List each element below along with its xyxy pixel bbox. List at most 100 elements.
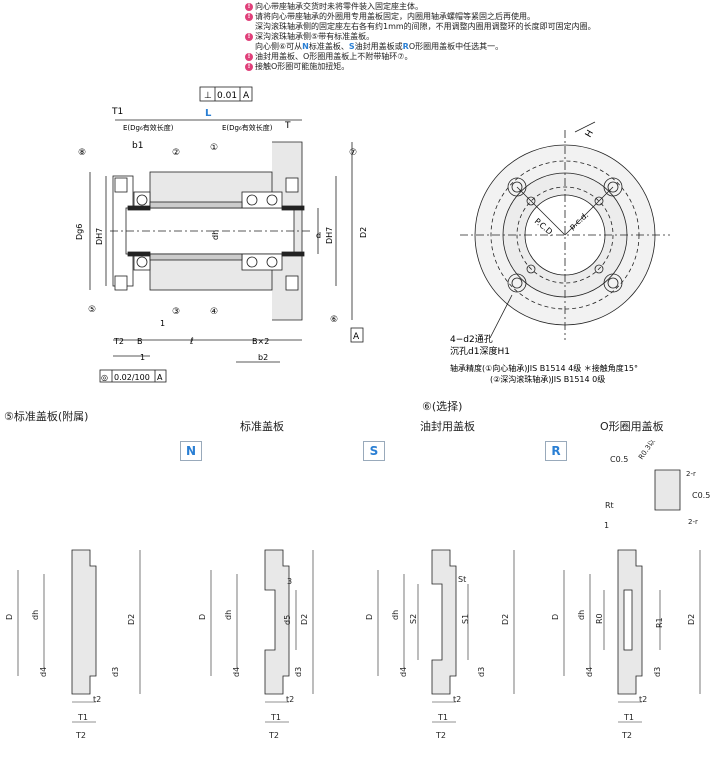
part-4: ④ — [210, 307, 218, 317]
s-S1: S1 — [461, 614, 470, 624]
flatness-frame — [199, 86, 253, 102]
n-t2: t2 — [286, 695, 294, 704]
warning-icon: ! — [245, 53, 253, 61]
main-section-view: ⊥ 0.01 A L T1 T E(Dg₆有效长度) E(Dg₆有效长度) b1… — [75, 86, 368, 383]
dim-DH7-right: DH7 — [325, 227, 334, 244]
dim-dh: dh — [211, 230, 220, 240]
concentricity-value: 0.02/100 — [114, 373, 150, 382]
warning-icon: ! — [245, 13, 253, 21]
n-D: D — [198, 614, 207, 620]
col-title-oilseal: 油封用盖板 — [420, 420, 475, 433]
n0-t2: t2 — [93, 695, 101, 704]
code-n: N — [180, 441, 202, 461]
concentricity-ref: A — [157, 373, 163, 382]
n-dh: dh — [224, 610, 233, 620]
part-2: ② — [172, 148, 180, 158]
r-C05a: C0.5 — [610, 455, 628, 464]
spacer-top — [149, 201, 243, 209]
dim-E-left: E(Dg₆有效长度) — [123, 123, 174, 132]
bearing-1-top — [241, 191, 283, 209]
col-title-standard: 标准盖板 — [240, 420, 284, 433]
seal-right-bottom — [281, 251, 305, 257]
dim-Bx2: B×2 — [252, 337, 269, 346]
dim-B: B — [137, 337, 143, 346]
dim-ell: ℓ — [189, 337, 194, 347]
col-title-oring: O形圈用盖板 — [600, 420, 664, 433]
part-7: ⑦ — [349, 148, 357, 158]
n0-T1: T1 — [77, 713, 88, 722]
n0-d3: d3 — [111, 667, 120, 677]
r-d3: d3 — [653, 667, 662, 677]
part-5: ⑤ — [88, 305, 96, 315]
n-d4: d4 — [232, 667, 241, 677]
n-D2: D2 — [300, 614, 309, 625]
dim-E-right: E(Dg₆有效长度) — [222, 123, 273, 132]
bolt-5-bottom — [114, 275, 128, 291]
flatness-value: 0.01 — [217, 91, 237, 101]
r-d4: d4 — [585, 667, 594, 677]
bolt-7-top — [285, 177, 299, 193]
note-3: 深沟滚珠轴承侧的固定座左右各有约1mm的间隙，不用调整内圈用调整环的长度即可固定… — [255, 22, 596, 31]
part-6: ⑥ — [330, 315, 338, 325]
r-R03: R0.3以下 — [637, 440, 661, 461]
pcd-inner-circle — [516, 186, 614, 284]
notes-block: !向心带座轴承交货时未将零件装入固定座主体。 !请将向心带座轴承的外圈用专用盖板… — [245, 2, 596, 72]
r-R0: R0 — [595, 613, 604, 624]
r-D2: D2 — [687, 614, 696, 625]
n-d3: d3 — [294, 667, 303, 677]
dim-L: L — [205, 108, 212, 119]
hole-note-1: 4−d2通孔 — [450, 334, 493, 345]
accuracy-note-2: (②深沟滚珠轴承)JIS B1514 0级 — [490, 374, 605, 384]
datum-a-box — [350, 327, 364, 343]
n0-D: D — [5, 614, 14, 620]
part-8: ⑧ — [78, 148, 86, 158]
r-2r-top: 2-r — [686, 470, 696, 478]
note-5: !油封用盖板、O形圈用盖板上不附带轴环⑦。 — [245, 52, 596, 62]
s-d4: d4 — [399, 667, 408, 677]
inner-holes — [526, 196, 604, 274]
r-C05b: C0.5 — [692, 491, 710, 500]
s-d3: d3 — [477, 667, 486, 677]
part-3: ③ — [172, 307, 180, 317]
n0-T2: T2 — [75, 731, 86, 740]
front-view: H P.C.D. p.c.d. 4−d2通孔 沉孔d1深度H1 轴承精度(①向心… — [450, 121, 670, 384]
part-1: ① — [210, 143, 218, 153]
seal-left-bottom — [127, 251, 151, 257]
s-T1: T1 — [437, 713, 448, 722]
oring-detail — [654, 469, 681, 511]
dim-1a: 1 — [160, 319, 165, 328]
accuracy-note-1: 轴承精度(①向心轴承)JIS B1514 4级 ＊接触角度15° — [450, 363, 638, 373]
r-t2: t2 — [639, 695, 647, 704]
oring-groove — [623, 589, 633, 651]
cover-sections: D dh D2 d4 d3 t2 T1 T2 D dh d5 D2 3 d4 d… — [5, 440, 710, 740]
warning-icon: ! — [245, 3, 253, 11]
dim-T2: T2 — [113, 337, 124, 346]
note-1: !向心带座轴承交货时未将零件装入固定座主体。 — [245, 2, 596, 12]
note-6: !接触O形圈可能施加扭矩。 — [245, 62, 596, 72]
s-D2: D2 — [501, 614, 510, 625]
datum-a: A — [353, 332, 360, 342]
s-S2: S2 — [409, 614, 418, 624]
n-d5: d5 — [283, 615, 292, 625]
code-s: S — [363, 441, 385, 461]
cover-s — [431, 549, 457, 695]
code-r: R — [545, 441, 567, 461]
dim-DH7-left: DH7 — [95, 228, 104, 245]
s-T2: T2 — [435, 731, 446, 740]
bolt-8-top — [114, 177, 128, 193]
note-4: !深沟滚珠轴承侧⑤带有标准盖板。 — [245, 32, 596, 42]
flatness-symbol: ⊥ — [204, 91, 212, 101]
seal-right-top — [281, 205, 305, 211]
r-dh: dh — [577, 610, 586, 620]
note-2: !请将向心带座轴承的外圈用专用盖板固定，内圈用轴承螺帽等紧固之后再使用。 — [245, 12, 596, 22]
dim-D2: D2 — [359, 227, 368, 238]
n-T2: T2 — [268, 731, 279, 740]
concentricity-symbol: ◎ — [101, 373, 108, 382]
bolt-6-bottom — [285, 275, 299, 291]
dim-b1: b1 — [132, 141, 143, 151]
n0-D2: D2 — [127, 614, 136, 625]
s-t2: t2 — [453, 695, 461, 704]
seal-left-top — [127, 205, 151, 211]
spacer-bottom — [149, 253, 243, 261]
